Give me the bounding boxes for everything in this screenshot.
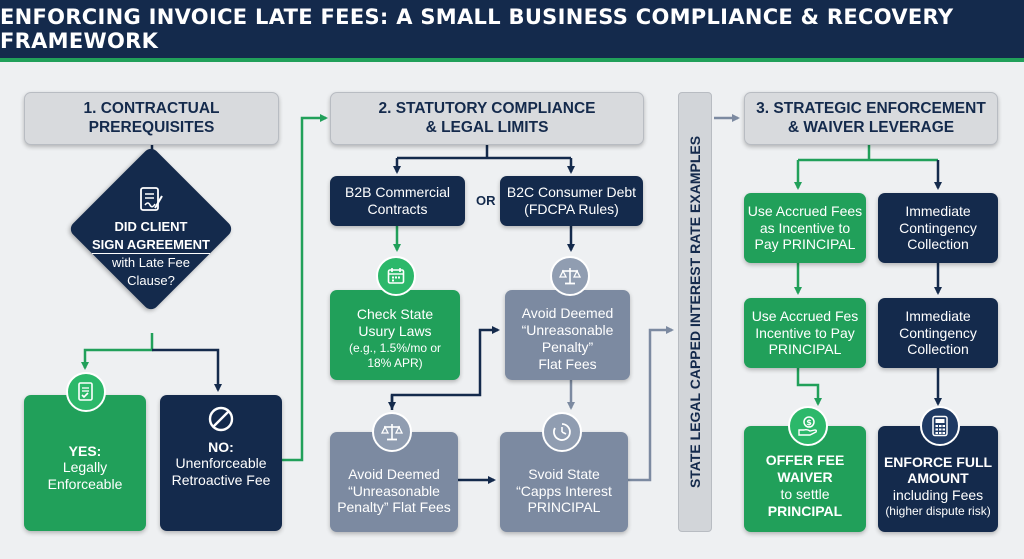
b2c-line1: B2C Consumer Debt (506, 184, 637, 201)
b2b-box: B2B Commercial Contracts (330, 176, 465, 226)
step2-header-line2: & LEGAL LIMITS (425, 118, 549, 136)
usury-line1: Check State (356, 305, 434, 322)
b2c-box: B2C Consumer Debt (FDCPA Rules) (500, 176, 643, 226)
offer-line1: OFFER FEE (765, 452, 845, 469)
avoid-top-box: Avoid Deemed “Unreasonable Penalty” Flat… (505, 290, 630, 380)
incentive1-line2: as Incentive to (759, 219, 851, 236)
decision-content: DID CLIENT SIGN AGREEMENT with Late Fee … (76, 186, 226, 304)
arrow-header3-split (798, 145, 938, 162)
incentive2-line1: Use Accrued Fes (751, 307, 859, 324)
avoid-top-line2: “Unreasonable (521, 322, 614, 339)
page-title: ENFORCING INVOICE LATE FEES: A SMALL BUS… (0, 5, 954, 53)
b2c-line2: (FDCPA Rules) (524, 201, 619, 217)
usury-line2: Usury Laws (358, 322, 432, 339)
contingency-box-1: Immediate Contingency Collection (878, 193, 998, 263)
yes-box: YES: Legally Enforceable (24, 395, 146, 531)
avoid-bottom-box: Avoid Deemed “Unreasonable Penalty” Flat… (330, 432, 458, 532)
decision-line3: with Late Fee (111, 255, 191, 271)
arrow-caps-to-bar (628, 326, 674, 482)
avoid-top-line1: Avoid Deemed (521, 305, 614, 322)
svg-text:$: $ (806, 418, 812, 427)
caps-line3: PRINCIPAL (527, 499, 601, 516)
step2-header-line1: 2. STATUTORY COMPLIANCE (378, 99, 596, 117)
decision-line4: Clause? (127, 272, 175, 288)
contingency1-line3: Collection (907, 236, 969, 253)
yes-line2: Legally (62, 459, 108, 476)
arrow-decision-to-yes (81, 333, 154, 370)
incentive2-line3: PRINCIPAL (768, 341, 842, 358)
enforce-full-box: ENFORCE FULL AMOUNT including Fees (high… (878, 426, 998, 532)
decision-line1: DID CLIENT (114, 219, 188, 234)
clock-icon (542, 412, 582, 452)
usury-note2: 18% APR) (367, 355, 423, 370)
contingency1-line1: Immediate (905, 202, 971, 219)
or-label: OR (476, 193, 496, 208)
contingency2-line2: Contingency (899, 324, 977, 341)
no-line1: NO: (208, 438, 234, 455)
incentive1-line1: Use Accrued Fees (747, 202, 863, 219)
yes-line1: YES: (68, 442, 102, 459)
prohibited-icon (208, 406, 234, 432)
contingency2-line1: Immediate (905, 307, 971, 324)
arrow-header2-split (397, 145, 571, 160)
step3-header: 3. STRATEGIC ENFORCEMENT & WAIVER LEVERA… (744, 92, 998, 145)
arrow-decision-to-no (152, 348, 222, 392)
offer-line2: WAIVER (777, 469, 833, 486)
scales-icon (550, 256, 590, 296)
contingency1-line2: Contingency (899, 219, 977, 236)
interest-rate-bar (678, 92, 712, 532)
arrow-no-to-col2 (282, 114, 328, 462)
avoid-bottom-line2: “Unreasonable (348, 482, 440, 499)
incentive-box-2: Use Accrued Fes Incentive to Pay PRINCIP… (744, 298, 866, 368)
arrow-green2-to-offer (796, 368, 822, 406)
caps-line1: Svoid State (528, 465, 600, 482)
interest-rate-label: STATE LEGAL CAPPED INTEREST RATE EXAMPLE… (687, 135, 703, 489)
offer-sub2: PRINCIPAL (767, 502, 843, 519)
calculator-icon (920, 406, 960, 446)
incentive2-line2: Incentive to Pay (755, 324, 855, 341)
step1-header-line1: 1. CONTRACTUAL (83, 99, 220, 117)
enforce-line1: ENFORCE FULL (883, 453, 993, 470)
b2b-line1: B2B Commercial (344, 184, 451, 201)
decision-line2: SIGN AGREEMENT (92, 236, 210, 255)
step1-header: 1. CONTRACTUAL PREREQUISITES (24, 92, 279, 145)
signed-document-icon (140, 187, 163, 211)
offer-sub1: to settle (780, 486, 830, 502)
approved-document-icon (66, 372, 106, 412)
no-line3: Retroactive Fee (171, 472, 271, 489)
avoid-bottom-line3: Penalty” Flat Fees (337, 499, 451, 516)
step1-header-line2: PREREQUISITES (88, 118, 215, 136)
incentive-box-1: Use Accrued Fees as Incentive to Pay PRI… (744, 193, 866, 263)
incentive1-line3: Pay PRINCIPAL (754, 236, 856, 253)
money-hand-icon: $ (788, 406, 828, 446)
avoid-bottom-line1: Avoid Deemed (348, 465, 440, 482)
contingency-box-2: Immediate Contingency Collection (878, 298, 998, 368)
scales-icon (372, 412, 412, 452)
step2-header: 2. STATUTORY COMPLIANCE & LEGAL LIMITS (330, 92, 644, 145)
b2b-line2: Contracts (367, 201, 428, 217)
avoid-top-line3: Penalty” (541, 339, 594, 355)
enforce-note: (higher dispute risk) (885, 504, 991, 518)
yes-line3: Enforceable (47, 476, 123, 493)
no-line2: Unenforceable (175, 455, 267, 472)
calendar-icon (376, 256, 416, 296)
usury-note1: (e.g., 1.5%/mo or (348, 341, 442, 356)
avoid-top-line4: Flat Fees (538, 355, 597, 372)
enforce-line2: AMOUNT (907, 470, 969, 487)
step3-header-line2: & WAIVER LEVERAGE (787, 118, 955, 136)
caps-line2: “Capps Interest (516, 482, 612, 499)
usury-box: Check State Usury Laws (e.g., 1.5%/mo or… (330, 290, 460, 380)
contingency2-line3: Collection (907, 341, 969, 358)
enforce-sub1: including Fees (892, 487, 984, 504)
step3-header-line1: 3. STRATEGIC ENFORCEMENT (756, 99, 986, 117)
title-banner: ENFORCING INVOICE LATE FEES: A SMALL BUS… (0, 0, 1024, 62)
